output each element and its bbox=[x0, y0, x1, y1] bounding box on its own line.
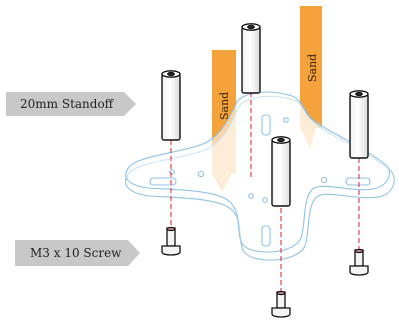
frame-plate bbox=[124, 91, 395, 261]
screw-right-icon bbox=[349, 248, 369, 276]
sand-label-left: Sand bbox=[218, 92, 231, 120]
screw-front-icon bbox=[271, 290, 291, 318]
standoff-back-icon bbox=[241, 23, 261, 94]
standoff-callout-label: 20mm Standoff bbox=[20, 97, 115, 111]
standoff-front-icon bbox=[271, 136, 291, 207]
sand-label-right: Sand bbox=[306, 54, 319, 82]
standoff-left-icon bbox=[161, 70, 181, 141]
screw-callout: M3 x 10 Screw bbox=[15, 240, 140, 266]
standoff-callout: 20mm Standoff bbox=[6, 92, 136, 116]
standoff-right-icon bbox=[349, 90, 369, 159]
screw-left-icon bbox=[161, 226, 181, 256]
screw-callout-label: M3 x 10 Screw bbox=[30, 246, 122, 260]
